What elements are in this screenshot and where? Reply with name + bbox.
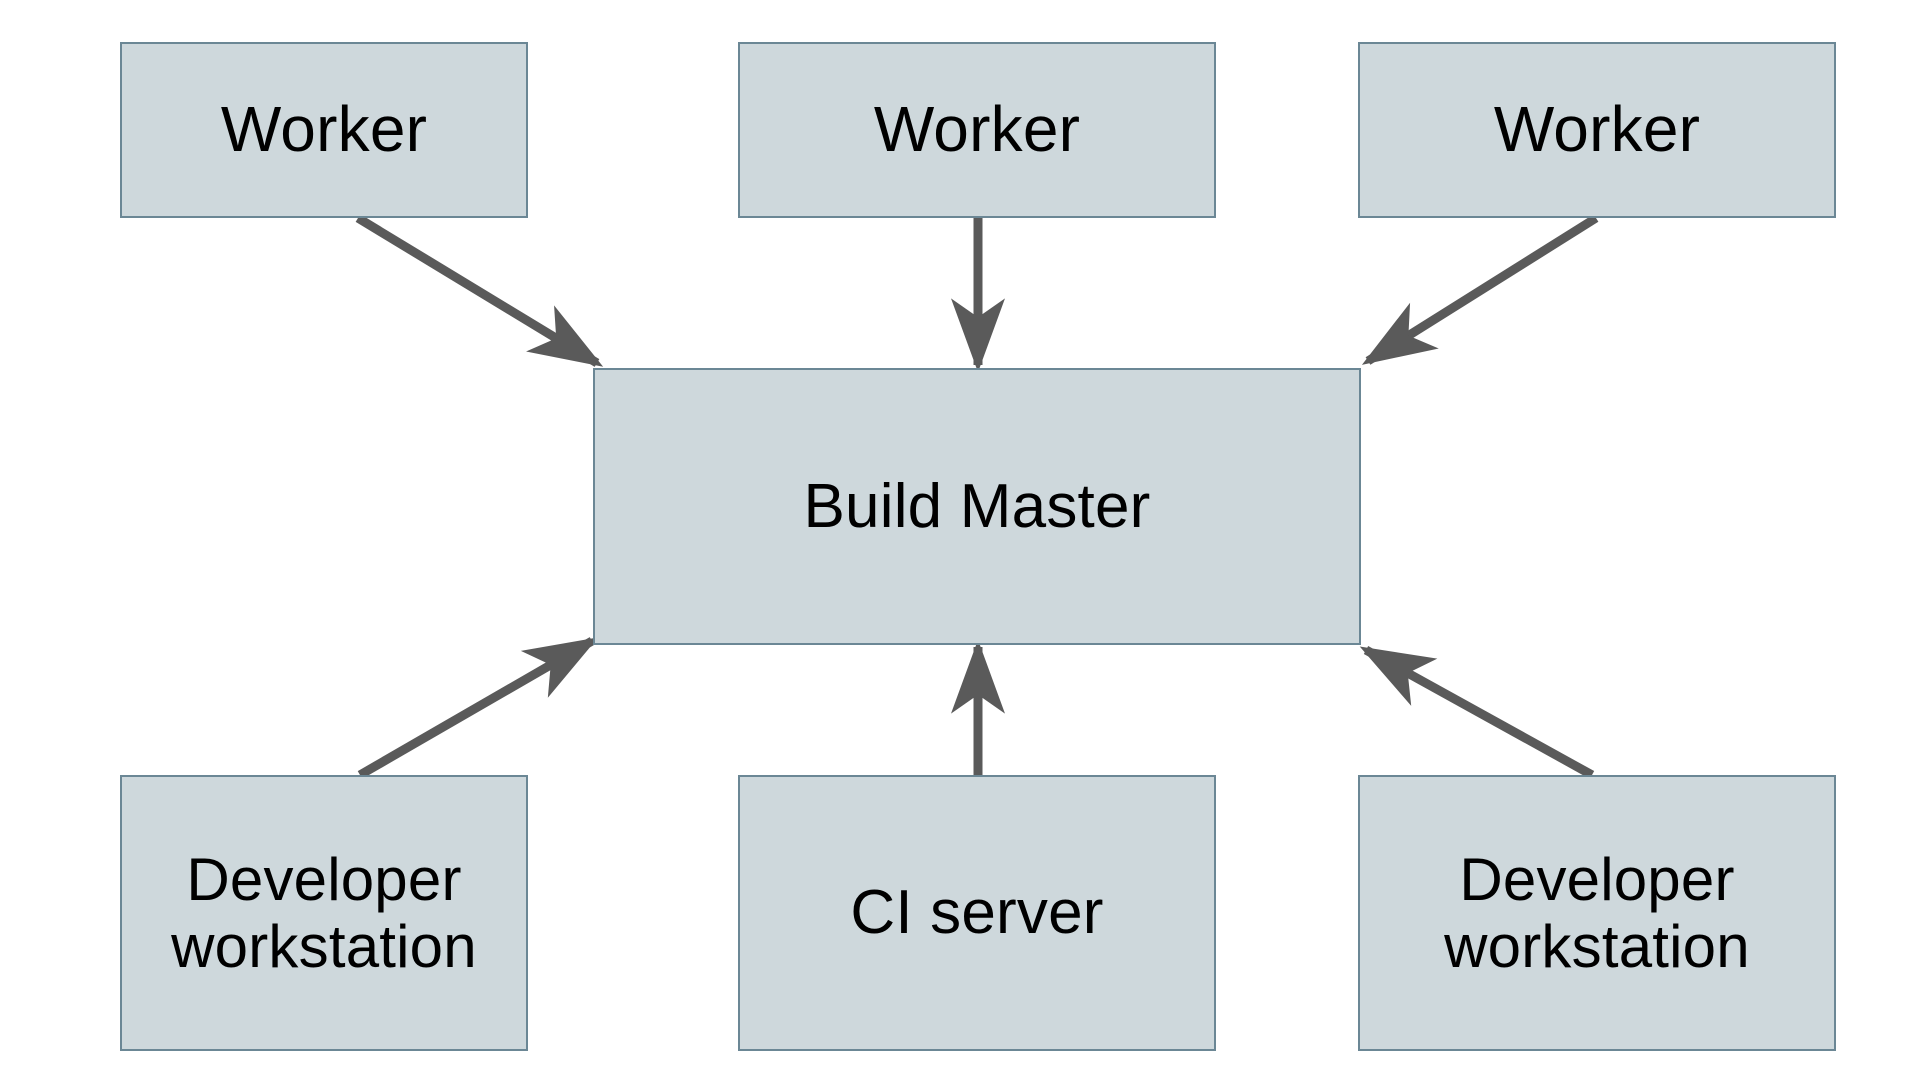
node-worker-3[interactable]: Worker	[1358, 42, 1836, 218]
node-ci-server-label: CI server	[850, 878, 1104, 948]
node-worker-1-label: Worker	[220, 93, 428, 166]
edge-devwsleft-to-master	[357, 637, 599, 779]
node-worker-2[interactable]: Worker	[738, 42, 1216, 218]
edge-devwsright-to-master	[1359, 646, 1595, 779]
edge-worker3-to-master	[1361, 214, 1599, 365]
node-worker-3-label: Worker	[1493, 93, 1701, 166]
node-build-master[interactable]: Build Master	[593, 368, 1361, 645]
node-developer-workstation-right[interactable]: Developer workstation	[1358, 775, 1836, 1051]
node-ci-server[interactable]: CI server	[738, 775, 1216, 1051]
node-worker-1[interactable]: Worker	[120, 42, 528, 218]
node-developer-workstation-left-label: Developer workstation	[171, 845, 477, 980]
node-build-master-label: Build Master	[803, 471, 1151, 541]
node-worker-2-label: Worker	[873, 93, 1081, 166]
node-developer-workstation-left[interactable]: Developer workstation	[120, 775, 528, 1051]
edge-worker1-to-master	[355, 214, 604, 367]
node-developer-workstation-right-label: Developer workstation	[1444, 845, 1750, 980]
